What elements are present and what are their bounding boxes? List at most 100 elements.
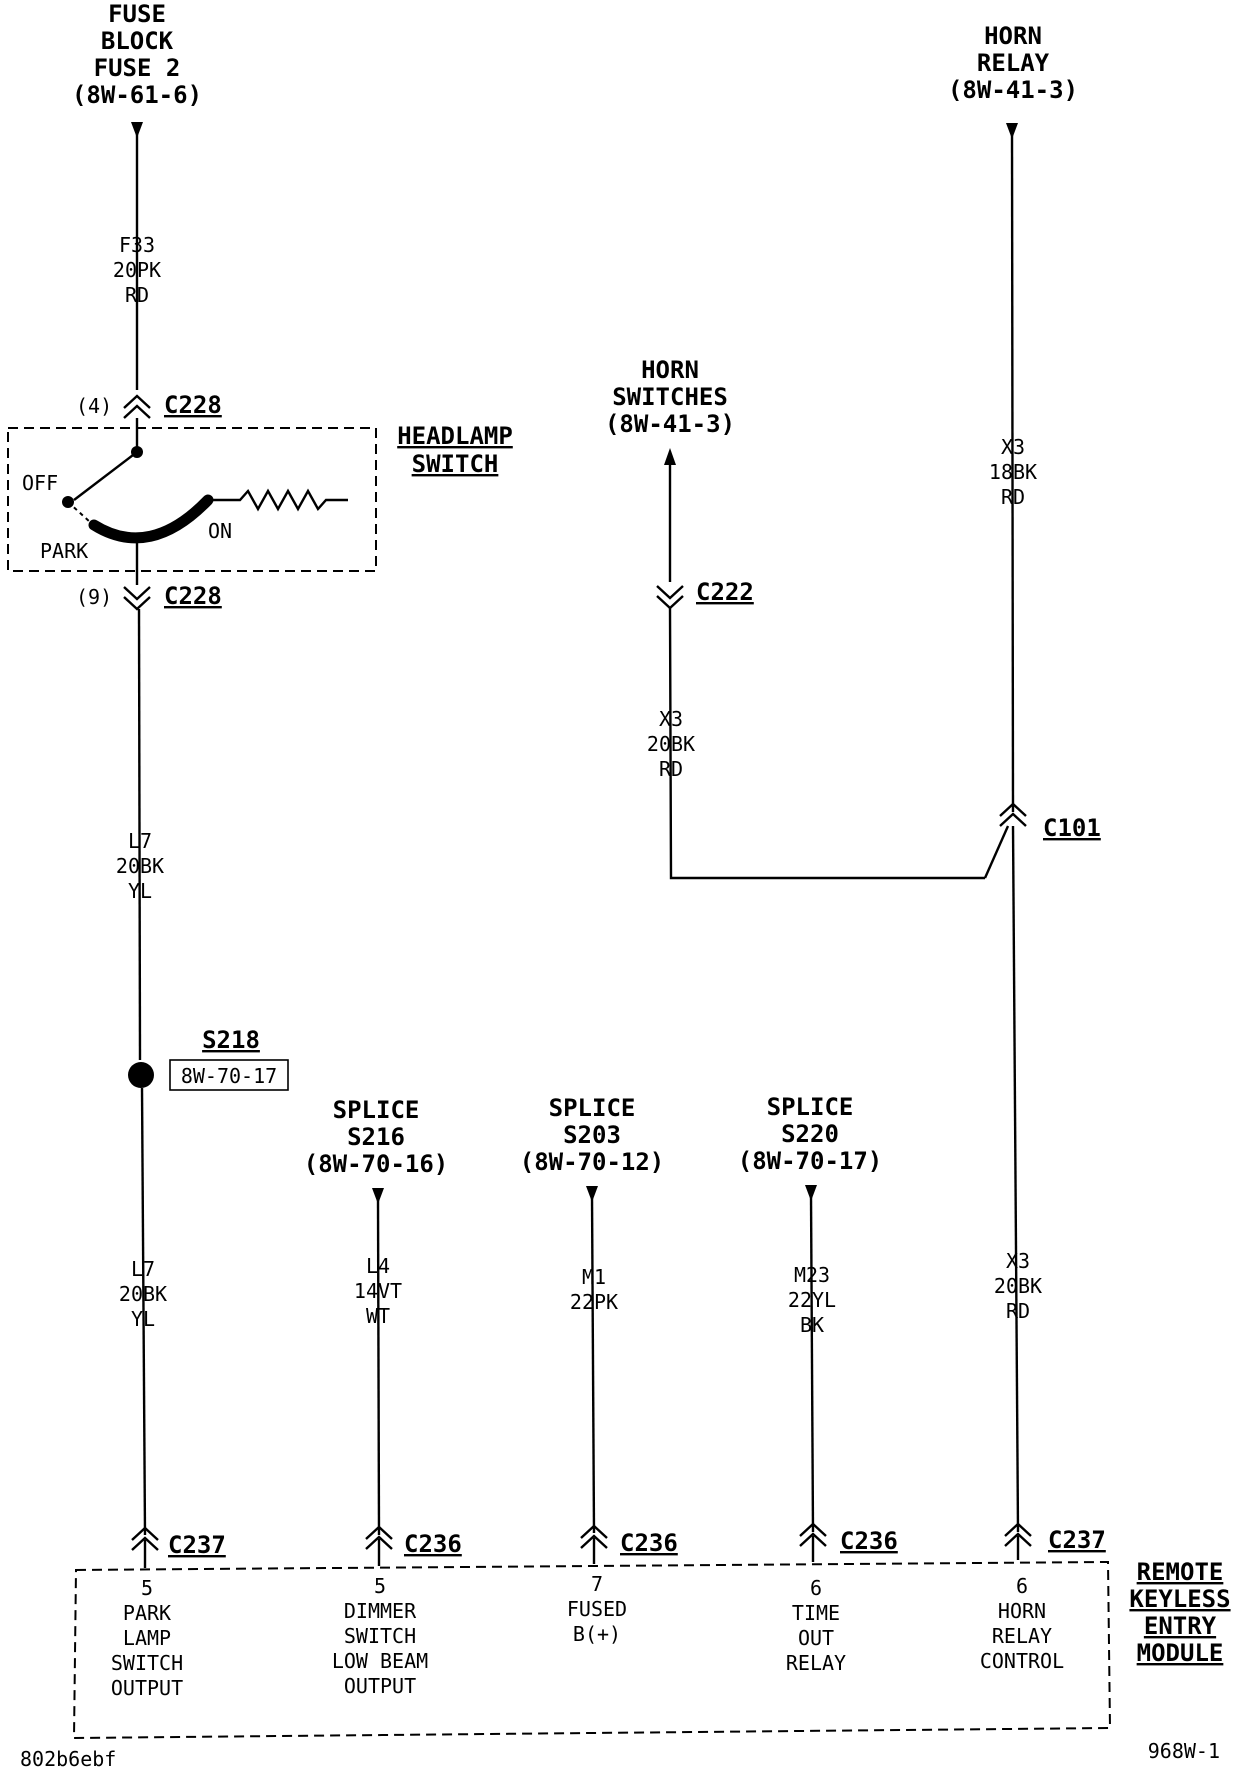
wire-f33-gauge: 20PK bbox=[113, 258, 161, 282]
connector-c236-b-name: C236 bbox=[620, 1529, 678, 1557]
switch-on-label: ON bbox=[208, 519, 232, 543]
module-pin-number: 5 bbox=[374, 1574, 386, 1598]
wire-x3-module-circuit: X3 bbox=[1006, 1249, 1030, 1273]
wire-l4-gauge: 14VT bbox=[354, 1279, 402, 1303]
wire-l7-lower-label: L7 20BK YL bbox=[119, 1257, 167, 1331]
wire-x3-module-label: X3 20BK RD bbox=[994, 1249, 1042, 1323]
module-pin-desc: LAMP bbox=[123, 1626, 171, 1650]
wire-x3-relay-circuit: X3 bbox=[1001, 435, 1025, 459]
module-pin-desc: DIMMER bbox=[344, 1599, 417, 1623]
wire-l4 bbox=[376, 1197, 381, 1536]
module-pin-desc: FUSED bbox=[567, 1597, 627, 1621]
module-line2: KEYLESS bbox=[1129, 1585, 1230, 1613]
module-pin-desc: RELAY bbox=[786, 1651, 846, 1675]
module-pin-number: 7 bbox=[591, 1572, 603, 1596]
horn-relay-ref: (8W-41-3) bbox=[948, 76, 1078, 104]
connector-c222-name: C222 bbox=[696, 578, 754, 606]
connector-c228-bottom bbox=[123, 586, 151, 611]
splice-s203-arrow bbox=[586, 1186, 598, 1202]
splice-s203-ref: (8W-70-12) bbox=[520, 1148, 665, 1176]
module-pin-desc: OUTPUT bbox=[344, 1674, 416, 1698]
wire-x3-module-tracer: RD bbox=[1006, 1299, 1030, 1323]
module-pin-desc: OUTPUT bbox=[111, 1676, 183, 1700]
module-pin-dimmer: 5 DIMMER SWITCH LOW BEAM OUTPUT bbox=[332, 1574, 428, 1698]
switch-park-label: PARK bbox=[40, 539, 88, 563]
connector-c228-top-name: C228 bbox=[164, 391, 222, 419]
splice-s220-ref: (8W-70-17) bbox=[738, 1147, 883, 1175]
connector-c237-right bbox=[1004, 1522, 1032, 1560]
module-pin-desc: SWITCH bbox=[344, 1624, 416, 1648]
module-pin-desc: B(+) bbox=[573, 1622, 621, 1646]
horn-relay-arrow bbox=[1006, 123, 1018, 139]
splice-s203-line1: SPLICE bbox=[549, 1094, 636, 1122]
fuse-block-label: FUSE BLOCK FUSE 2 (8W-61-6) bbox=[72, 0, 202, 109]
module-box bbox=[72, 1560, 1112, 1740]
wire-m23 bbox=[809, 1194, 815, 1533]
module-line3: ENTRY bbox=[1144, 1612, 1217, 1640]
headlamp-switch-box bbox=[7, 427, 377, 572]
connector-c101-name: C101 bbox=[1043, 814, 1101, 842]
connector-c237-right-name: C237 bbox=[1048, 1526, 1106, 1554]
wire-x3-relay-gauge: 18BK bbox=[989, 460, 1037, 484]
wire-x3-module-gauge: 20BK bbox=[994, 1274, 1042, 1298]
connector-c237-left bbox=[131, 1526, 159, 1568]
fuse-block-line2: BLOCK bbox=[101, 27, 174, 55]
headlamp-switch-line2: SWITCH bbox=[412, 450, 499, 478]
connector-c236-a-name: C236 bbox=[404, 1530, 462, 1558]
switch-off-label: OFF bbox=[22, 471, 58, 495]
module-pin-desc: TIME bbox=[792, 1601, 840, 1625]
wire-m1-gauge: 22PK bbox=[570, 1290, 618, 1314]
module-pin-time-out: 6 TIME OUT RELAY bbox=[786, 1576, 846, 1675]
module-pin-fused: 7 FUSED B(+) bbox=[567, 1572, 627, 1646]
splice-s220-line2: S220 bbox=[781, 1120, 839, 1148]
fuse-source-arrow bbox=[131, 122, 143, 138]
wire-m1 bbox=[590, 1195, 596, 1534]
connector-c228-top bbox=[123, 394, 151, 419]
wire-l4-circuit: L4 bbox=[366, 1254, 390, 1278]
splice-s203-line2: S203 bbox=[563, 1121, 621, 1149]
wire-l4-label: L4 14VT WT bbox=[354, 1254, 402, 1328]
module-pin-desc: PARK bbox=[123, 1601, 171, 1625]
footer-left-code: 802b6ebf bbox=[20, 1747, 116, 1771]
wire-l7-lower-tracer: YL bbox=[131, 1307, 155, 1331]
wire-l7-upper-tracer: YL bbox=[128, 879, 152, 903]
wire-x3-switch-gauge: 20BK bbox=[647, 732, 695, 756]
wire-l7-upper bbox=[137, 608, 142, 1061]
connector-c236-a bbox=[365, 1525, 393, 1566]
wire-x3-module bbox=[1011, 825, 1020, 1533]
wire-m1-label: M1 22PK bbox=[570, 1265, 618, 1314]
connector-c237-left-name: C237 bbox=[168, 1531, 226, 1559]
module-pin-desc: OUT bbox=[798, 1626, 834, 1650]
module-label: REMOTE KEYLESS ENTRY MODULE bbox=[1129, 1558, 1230, 1667]
module-pin-desc: HORN bbox=[998, 1599, 1046, 1623]
wire-m23-label: M23 22YL BK bbox=[788, 1263, 836, 1337]
switch-travel-dash bbox=[67, 501, 91, 523]
splice-s218-ref-box bbox=[169, 1059, 289, 1091]
switch-resistor bbox=[208, 488, 348, 512]
module-pin-number: 6 bbox=[1016, 1574, 1028, 1598]
wire-x3-relay-label: X3 18BK RD bbox=[989, 435, 1037, 509]
wire-f33-tracer: RD bbox=[125, 283, 149, 307]
splice-s216-label: SPLICE S216 (8W-70-16) bbox=[304, 1096, 449, 1178]
wire-x3-switch-label: X3 20BK RD bbox=[647, 707, 695, 781]
horn-switches-label: HORN SWITCHES (8W-41-3) bbox=[605, 356, 735, 438]
splice-s216-line1: SPLICE bbox=[333, 1096, 420, 1124]
horn-relay-line1: HORN bbox=[984, 22, 1042, 50]
splice-s218-ref: 8W-70-17 bbox=[181, 1064, 277, 1088]
horn-switches-arrow bbox=[664, 448, 676, 465]
wire-l7-upper-circuit: L7 bbox=[128, 829, 152, 853]
horn-switches-ref: (8W-41-3) bbox=[605, 410, 735, 438]
splice-s218-dot bbox=[128, 1062, 154, 1088]
splice-s216-arrow bbox=[372, 1188, 384, 1204]
fuse-block-ref: (8W-61-6) bbox=[72, 81, 202, 109]
connector-c236-c bbox=[799, 1522, 827, 1562]
switch-blade bbox=[73, 451, 138, 501]
wire-x3-relay bbox=[1010, 132, 1015, 813]
splice-s218-name: S218 bbox=[202, 1026, 260, 1054]
wire-m1-circuit: M1 bbox=[582, 1265, 606, 1289]
splice-s203-label: SPLICE S203 (8W-70-12) bbox=[520, 1094, 665, 1176]
wire-m23-gauge: 22YL bbox=[788, 1288, 836, 1312]
module-line4: MODULE bbox=[1137, 1639, 1224, 1667]
switch-contact-arc bbox=[88, 494, 214, 544]
